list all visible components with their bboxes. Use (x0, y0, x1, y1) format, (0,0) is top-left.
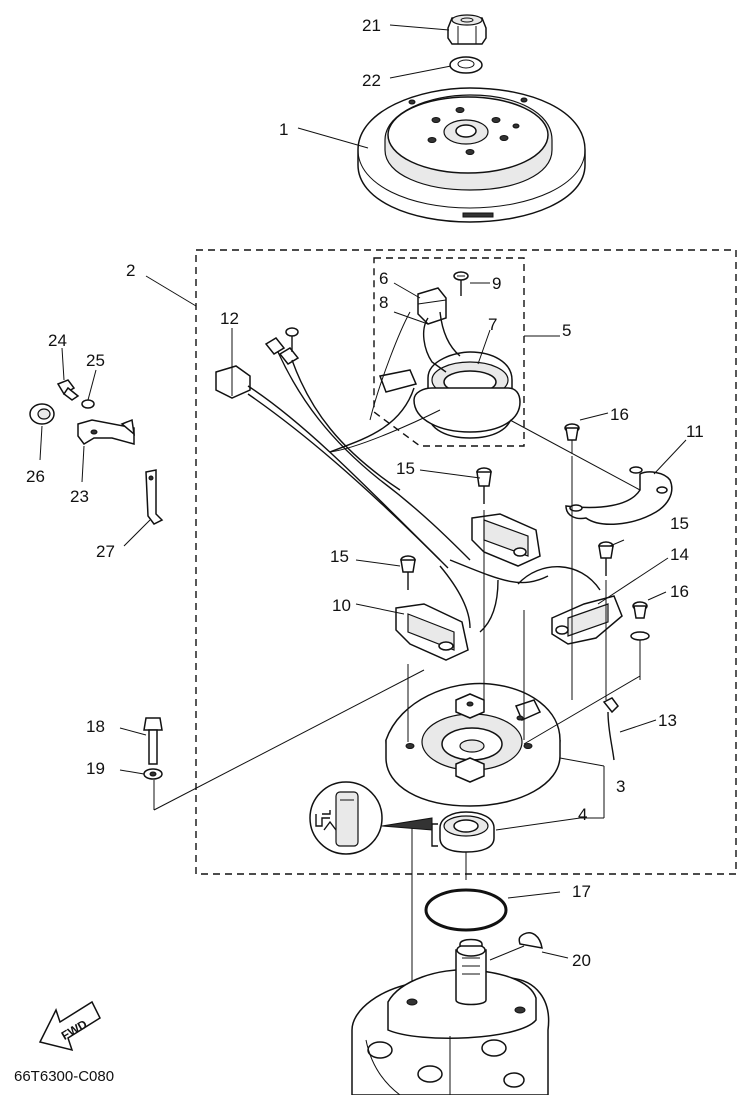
callout-17: 17 (572, 882, 591, 901)
callout-9: 9 (492, 274, 501, 293)
part-27-clip[interactable] (145, 469, 164, 525)
callout-10: 10 (332, 596, 351, 615)
callout-2: 2 (126, 261, 135, 280)
part-13-cable-tie[interactable] (602, 697, 619, 761)
part-23-bracket[interactable] (77, 418, 136, 445)
callout-8: 8 (379, 293, 388, 312)
callout-15-c: 15 (330, 547, 349, 566)
callout-16-top: 16 (610, 405, 629, 424)
callout-7: 7 (488, 315, 497, 334)
callout-26: 26 (26, 467, 45, 486)
callout-13: 13 (658, 711, 677, 730)
callout-21: 21 (362, 16, 381, 35)
alignment-lines (153, 409, 641, 1000)
wiring-harness (247, 311, 601, 633)
part-7-ring[interactable] (378, 351, 521, 439)
part-11-plate[interactable] (565, 466, 673, 525)
part-3-base-plate[interactable] (385, 682, 561, 807)
callout-1: 1 (279, 120, 288, 139)
callout-25: 25 (86, 351, 105, 370)
leader-lines (39, 24, 687, 961)
part-6-coil-block[interactable] (417, 287, 447, 325)
part-4-oil-seal[interactable] (431, 811, 495, 853)
part-9-screw[interactable] (453, 271, 469, 296)
part-16-screw-right[interactable] (630, 601, 650, 641)
part-15-screw-c[interactable] (400, 555, 416, 590)
crankcase-housing (351, 938, 550, 1095)
callout-15-b: 15 (670, 514, 689, 533)
callout-4: 4 (578, 805, 587, 824)
callout-23: 23 (70, 487, 89, 506)
charge-coil-upper (471, 513, 541, 567)
part-19-washer[interactable] (143, 768, 163, 780)
part-24-bolt[interactable] (56, 379, 80, 401)
part-17-o-ring[interactable] (424, 888, 508, 932)
part-1-flywheel[interactable] (357, 87, 586, 223)
part-16-screw-top[interactable] (564, 423, 580, 454)
seal-orientation-icon (315, 810, 337, 831)
part-22-washer[interactable] (449, 56, 483, 74)
callout-18: 18 (86, 717, 105, 736)
drawing-code: 66T6300-C080 (14, 1068, 114, 1085)
callout-11: 11 (686, 422, 704, 441)
part-25-washer[interactable] (81, 399, 95, 409)
part-8-wire[interactable] (422, 311, 461, 373)
fwd-arrow-icon: FWD (38, 1000, 101, 1052)
part-15-screw-b[interactable] (598, 541, 614, 576)
callout-15-a: 15 (396, 459, 415, 478)
part-12-connector[interactable] (215, 365, 251, 399)
part-12-terminals (264, 327, 300, 365)
callout-19: 19 (86, 759, 105, 778)
callout-20: 20 (572, 951, 591, 970)
part-14-coil[interactable] (551, 595, 623, 645)
part-15-screw-a[interactable] (476, 467, 492, 504)
seal-detail-callout (309, 781, 433, 855)
callout-3: 3 (616, 777, 625, 796)
callout-5: 5 (562, 321, 571, 340)
part-21-nut[interactable] (447, 14, 487, 45)
part-10-coil[interactable] (395, 603, 469, 661)
callout-16-right: 16 (670, 582, 689, 601)
part-26-grommet[interactable] (29, 403, 55, 425)
callout-22: 22 (362, 71, 381, 90)
part-5-subassembly-box (373, 257, 525, 447)
callout-12: 12 (220, 309, 239, 328)
part-18-bolt[interactable] (143, 717, 163, 765)
callout-14: 14 (670, 545, 689, 564)
callout-27: 27 (96, 542, 115, 561)
callout-6: 6 (379, 269, 388, 288)
part-20-key[interactable] (518, 932, 543, 949)
callout-24: 24 (48, 331, 67, 350)
